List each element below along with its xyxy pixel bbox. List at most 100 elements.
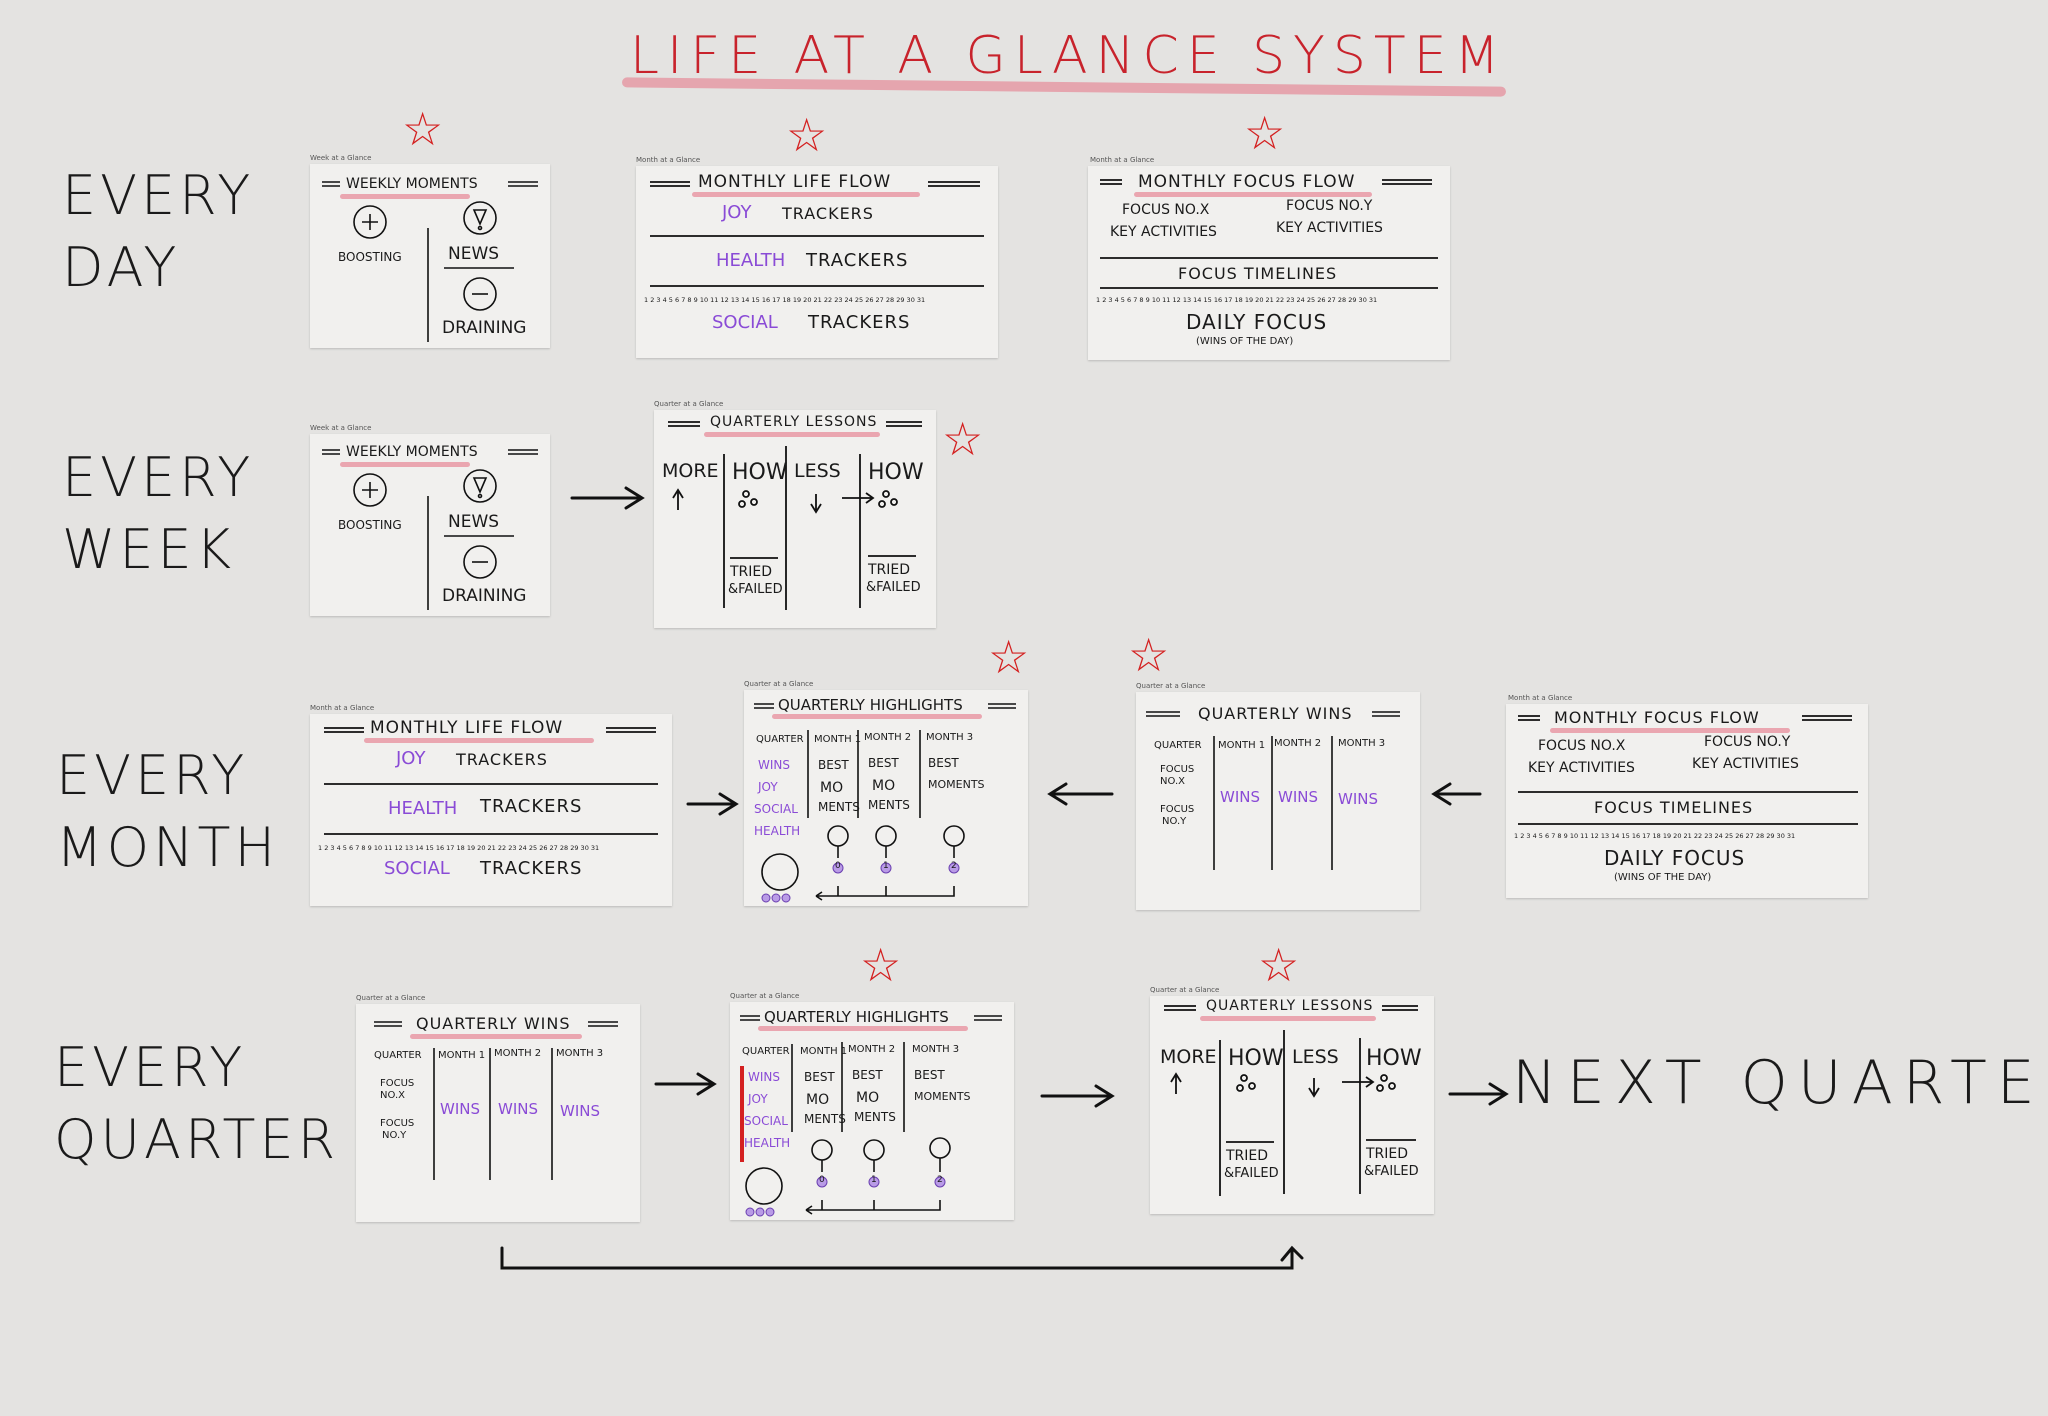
failed-label: &FAILED — [728, 582, 783, 597]
mo-label: MO — [872, 778, 896, 794]
title-highlight — [410, 1034, 582, 1039]
mo-label: MO — [806, 1092, 830, 1108]
failed-label: &FAILED — [1364, 1164, 1419, 1179]
focus-timelines-label: FOCUS TIMELINES — [1178, 264, 1338, 283]
card-title: MONTHLY LIFE FLOW — [370, 718, 564, 738]
row-label-line: EVERY — [54, 1036, 247, 1099]
more-label: MORE — [1160, 1046, 1217, 1068]
card-caption: Quarter at a Glance — [1150, 986, 1220, 994]
joy-label: JOY — [758, 780, 778, 794]
card-quarterly-lessons: Quarter at a Glance QUARTERLY LESSONS MO… — [1150, 986, 1434, 1214]
daily-focus-label: DAILY FOCUS — [1604, 846, 1746, 870]
weekly-moments-drawing — [322, 181, 538, 342]
row-label-line: MONTH — [56, 816, 280, 879]
moments-label: MOMENTS — [914, 1090, 971, 1103]
row-label-line: QUARTER — [54, 1108, 340, 1171]
red-marker-bar — [740, 1066, 744, 1162]
title-highlight — [758, 1026, 968, 1031]
card-caption: Quarter at a Glance — [1136, 682, 1206, 690]
card-quarterly-wins: Quarter at a Glance QUARTERLY WINS QUART… — [356, 994, 640, 1222]
how-label: HOW — [1366, 1046, 1422, 1071]
best-label: BEST — [914, 1068, 945, 1082]
focus-label: FOCUS — [380, 1078, 415, 1089]
count-label: 0 — [835, 861, 841, 871]
card-title: WEEKLY MOMENTS — [346, 176, 478, 192]
star-icon: ☆ — [786, 108, 828, 162]
day-numbers: 1 2 3 4 5 6 7 8 9 10 11 12 13 14 15 16 1… — [1514, 832, 1796, 840]
title-highlight — [1134, 192, 1372, 197]
star-icon: ☆ — [860, 938, 902, 992]
card-weekly-moments: Week at a Glance WEEKLY MOMENTS BOOSTING… — [310, 424, 550, 616]
wins-label: WINS — [1278, 788, 1318, 806]
next-quarter-label: NEXT QUARTER — [1512, 1048, 2048, 1118]
wins-of-day-label: (WINS OF THE DAY) — [1196, 336, 1294, 347]
monthly-focus-flow-lines — [1518, 715, 1858, 825]
row-label-every-quarter: EVERY QUARTER — [54, 1032, 339, 1176]
ments-label: MENTS — [868, 798, 910, 812]
card-caption: Quarter at a Glance — [654, 400, 724, 408]
focus-y-label: FOCUS NO.Y — [1704, 734, 1791, 750]
row-label-line: EVERY — [62, 164, 255, 227]
card-title: MONTHLY FOCUS FLOW — [1138, 172, 1356, 192]
weekly-moments-drawing — [322, 449, 538, 610]
less-label: LESS — [794, 460, 841, 482]
page-title: LIFE AT A GLANCE SYSTEM — [630, 26, 1508, 86]
ments-label: MENTS — [818, 800, 860, 814]
tried-label: TRIED — [1366, 1146, 1409, 1162]
card-quarterly-wins: Quarter at a Glance QUARTERLY WINS QUART… — [1136, 682, 1420, 910]
quarterly-lessons-lines — [1164, 1005, 1418, 1196]
wins-label: WINS — [758, 758, 790, 772]
card-title: WEEKLY MOMENTS — [346, 444, 478, 460]
focus-x-label: FOCUS NO.X — [1122, 202, 1210, 218]
social-label: SOCIAL — [712, 312, 778, 333]
title-highlight — [1200, 1016, 1376, 1021]
star-icon: ☆ — [402, 102, 444, 156]
row-label-line: WEEK — [62, 518, 236, 581]
card-caption: Week at a Glance — [310, 154, 372, 162]
title-highlight — [340, 462, 470, 467]
focus-label: FOCUS — [1160, 764, 1195, 775]
quarter-col-label: QUARTER — [1154, 740, 1202, 751]
card-caption: Quarter at a Glance — [356, 994, 426, 1002]
wins-label: WINS — [1220, 788, 1260, 806]
card-title: MONTHLY LIFE FLOW — [698, 172, 892, 192]
wins-label: WINS — [498, 1100, 538, 1118]
title-highlight — [692, 192, 920, 197]
trackers-label: TRACKERS — [808, 312, 911, 333]
best-label: BEST — [928, 756, 959, 770]
card-quarterly-highlights: Quarter at a Glance QUARTERLY HIGHLIGHTS… — [744, 680, 1028, 906]
month3-label: MONTH 3 — [912, 1044, 960, 1055]
wins-of-day-label: (WINS OF THE DAY) — [1614, 872, 1712, 883]
card-title: QUARTERLY HIGHLIGHTS — [778, 696, 963, 714]
tried-label: TRIED — [1226, 1148, 1269, 1164]
card-caption: Week at a Glance — [310, 424, 372, 432]
trackers-label: TRACKERS — [782, 204, 874, 223]
social-label: SOCIAL — [744, 1114, 788, 1128]
month1-label: MONTH 1 — [814, 734, 862, 745]
month2-label: MONTH 2 — [1274, 738, 1322, 749]
quarter-col-label: QUARTER — [374, 1050, 422, 1061]
month3-label: MONTH 3 — [926, 732, 974, 743]
joy-label: JOY — [396, 748, 426, 769]
title-highlight — [704, 432, 880, 437]
star-icon: ☆ — [1244, 106, 1286, 160]
quarterly-highlights-drawing — [740, 1015, 1002, 1217]
tried-label: TRIED — [730, 564, 773, 580]
monthly-life-flow-lines — [650, 181, 984, 287]
month3-label: MONTH 3 — [556, 1048, 604, 1059]
row-label-every-month: EVERY MONTH — [56, 740, 279, 884]
card-caption: Month at a Glance — [1090, 156, 1155, 164]
title-highlight — [364, 738, 594, 743]
best-label: BEST — [804, 1070, 835, 1084]
card-weekly-moments: Week at a Glance WEEKLY MOMENTS BOOSTING… — [310, 154, 550, 348]
quarterly-wins-lines — [374, 1021, 618, 1180]
key-activities-label: KEY ACTIVITIES — [1276, 220, 1383, 236]
day-numbers: 1 2 3 4 5 6 7 8 9 10 11 12 13 14 15 16 1… — [1096, 296, 1378, 304]
title-highlight — [340, 194, 470, 199]
card-title: QUARTERLY WINS — [1198, 704, 1353, 723]
focus-timelines-label: FOCUS TIMELINES — [1594, 798, 1754, 817]
tried-label: TRIED — [868, 562, 911, 578]
month1-label: MONTH 1 — [1218, 740, 1266, 751]
count-label: 0 — [819, 1175, 825, 1185]
trackers-label: TRACKERS — [480, 796, 583, 817]
